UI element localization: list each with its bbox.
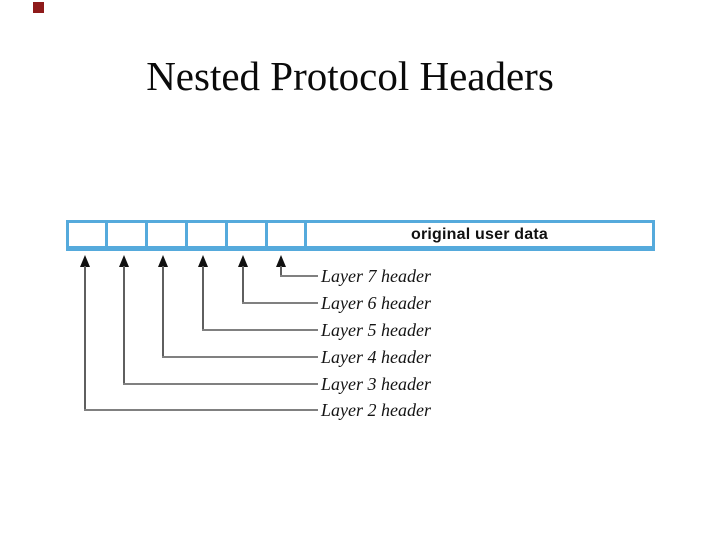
layer-label: Layer 2 header [321, 400, 431, 420]
cell-divider [105, 223, 108, 246]
connector-line-horizontal [242, 302, 318, 304]
connector-line-horizontal [162, 356, 318, 358]
connector-line-vertical [84, 266, 86, 411]
connector-line-horizontal [202, 329, 318, 331]
packet-bar: original user data [66, 220, 655, 251]
slide-logo-mark [33, 2, 44, 13]
connector-line-vertical [242, 266, 244, 304]
layer-label: Layer 4 header [321, 347, 431, 367]
original-user-data-label: original user data [411, 226, 548, 243]
cell-divider [145, 223, 148, 246]
connector-line-horizontal [123, 383, 318, 385]
layer-label: Layer 3 header [321, 374, 431, 394]
connector-line-vertical [162, 266, 164, 358]
cell-divider [185, 223, 188, 246]
connector-line-horizontal [84, 409, 318, 411]
cell-divider [225, 223, 228, 246]
page-title: Nested Protocol Headers [146, 53, 554, 99]
up-arrow-icon [119, 255, 129, 267]
connector-line-vertical [202, 266, 204, 331]
up-arrow-icon [158, 255, 168, 267]
up-arrow-icon [238, 255, 248, 267]
connector-line-vertical [123, 266, 125, 385]
cell-divider [304, 223, 307, 246]
up-arrow-icon [80, 255, 90, 267]
up-arrow-icon [276, 255, 286, 267]
cell-divider [265, 223, 268, 246]
connector-line-vertical [280, 266, 282, 277]
layer-label: Layer 6 header [321, 293, 431, 313]
layer-label: Layer 5 header [321, 320, 431, 340]
connector-line-horizontal [280, 275, 318, 277]
layer-label: Layer 7 header [321, 266, 431, 286]
up-arrow-icon [198, 255, 208, 267]
